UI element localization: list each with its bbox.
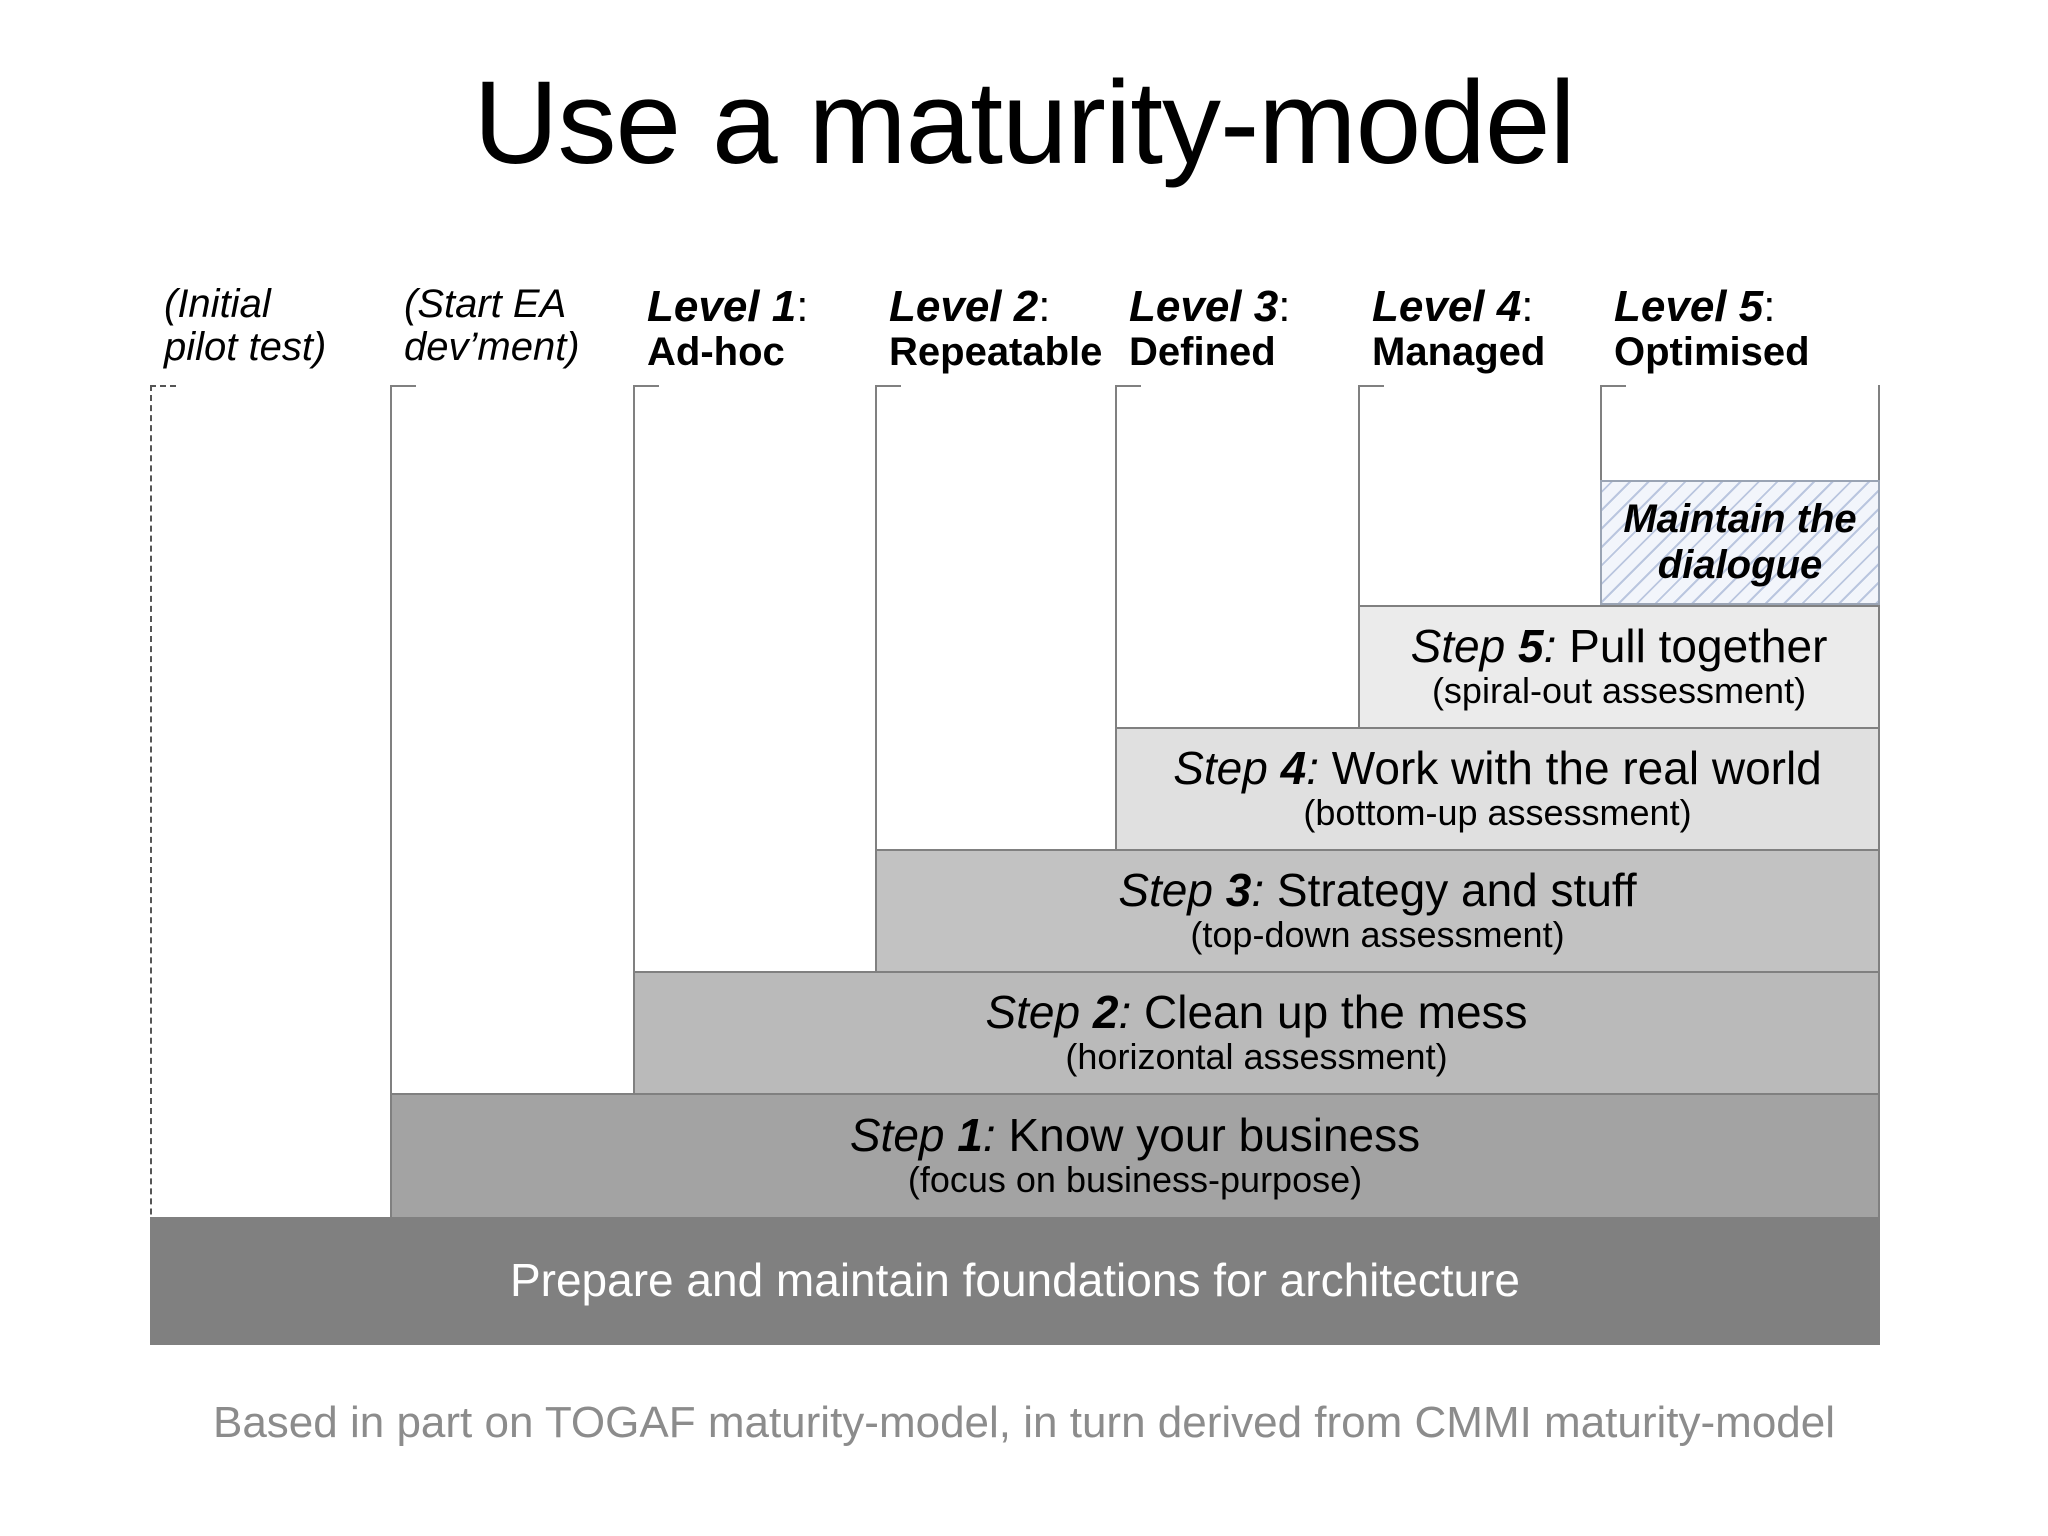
column-divider-1 <box>390 385 392 1345</box>
level-name: Level 3 <box>1129 282 1279 331</box>
column-header-line1: Level 3: <box>1129 283 1290 331</box>
bar-main-text: Step 5: Pull together <box>1360 620 1878 673</box>
column-header-line2: dev’ment) <box>404 325 580 370</box>
bar-main-text: Step 2: Clean up the mess <box>635 986 1878 1039</box>
bar-main-label: Pull together <box>1569 620 1828 673</box>
column-header-line2: Managed <box>1372 329 1546 374</box>
bar-sub-text: (top-down assessment) <box>1190 914 1565 956</box>
column-header-level-1: Level 1: Ad-hoc <box>647 283 808 374</box>
level-colon: : <box>1278 282 1291 331</box>
level-name: Level 4 <box>1372 282 1522 331</box>
bar-sub-text: (focus on business-purpose) <box>907 1159 1363 1201</box>
bar-step-4[interactable]: Step 4: Work with the real world (bottom… <box>1115 727 1880 851</box>
column-header-line1: Level 1: <box>647 283 808 331</box>
bar-lead: Step 1: <box>849 1109 996 1162</box>
bar-main-label: Strategy and stuff <box>1276 864 1637 917</box>
bar-step-2[interactable]: Step 2: Clean up the mess (horizontal as… <box>633 971 1880 1095</box>
bar-sub-text: (bottom-up assessment) <box>1303 792 1692 834</box>
bar-maintain-the-dialogue[interactable]: Maintain the dialogue <box>1600 480 1880 605</box>
level-colon: : <box>796 282 809 331</box>
level-colon: : <box>1763 282 1776 331</box>
source-caption: Based in part on TOGAF maturity-model, i… <box>212 1398 1836 1447</box>
bar-step-1[interactable]: Step 1: Know your business (focus on bus… <box>390 1093 1880 1219</box>
column-cap-5 <box>1358 385 1384 387</box>
bar-sub-text: (horizontal assessment) <box>1065 1036 1448 1078</box>
bar-step-number: 1 <box>957 1109 983 1162</box>
bar-main-text: Step 3: Strategy and stuff <box>877 864 1878 917</box>
bar-lead-word: Step <box>1410 620 1506 673</box>
column-cap-4 <box>1115 385 1141 387</box>
column-divider-2 <box>633 385 635 1345</box>
column-header-line2: Ad-hoc <box>647 329 785 374</box>
column-header-level-3: Level 3: Defined <box>1129 283 1290 374</box>
page-title: Use a maturity-model <box>473 57 1575 189</box>
column-header-line1: (Start EA <box>404 282 567 326</box>
column-header-line1: Level 5: <box>1614 283 1810 331</box>
column-header-line1: Level 2: <box>889 283 1102 331</box>
bar-step-3[interactable]: Step 3: Strategy and stuff (top-down ass… <box>875 849 1880 973</box>
bar-lead-word: Step <box>849 1109 945 1162</box>
level-colon: : <box>1521 282 1534 331</box>
bar-main-label: Work with the real world <box>1331 742 1822 795</box>
bar-lead: Step 4: <box>1173 742 1319 795</box>
bar-lead: Step 3: <box>1118 864 1265 917</box>
bar-lead: Step 5: <box>1410 620 1557 673</box>
bar-step-number: 5 <box>1517 620 1544 673</box>
maturity-model-diagram: (Initial pilot test) (Start EA dev’ment)… <box>150 282 1880 1345</box>
column-header-level-4: Level 4: Managed <box>1372 283 1545 374</box>
bar-step-number: 4 <box>1280 742 1307 795</box>
level-name: Level 5 <box>1614 282 1764 331</box>
column-header-line2: Repeatable <box>889 329 1103 374</box>
level-colon: : <box>1038 282 1051 331</box>
bar-lead: Step 2: <box>985 986 1132 1039</box>
bar-lead-word: Step <box>985 986 1081 1039</box>
column-header-line1: (Initial <box>164 282 271 326</box>
column-header-level-5: Level 5: Optimised <box>1614 283 1810 374</box>
column-header-line2: Optimised <box>1614 329 1810 374</box>
level-name: Level 2 <box>889 282 1039 331</box>
bar-main-label: Know your business <box>1008 1109 1421 1162</box>
column-cap-6 <box>1600 385 1626 387</box>
bar-foundation[interactable]: Prepare and maintain foundations for arc… <box>150 1217 1880 1345</box>
bar-lead-word: Step <box>1173 742 1268 795</box>
column-cap-3 <box>875 385 901 387</box>
bar-sub-text: (spiral-out assessment) <box>1431 670 1807 712</box>
column-header-initial-pilot-test: (Initial pilot test) <box>164 282 327 370</box>
column-header-start-ea-devment: (Start EA dev’ment) <box>404 282 580 370</box>
column-cap-1 <box>390 385 416 387</box>
column-header-line1: Level 4: <box>1372 283 1545 331</box>
bar-main-text: Prepare and maintain foundations for arc… <box>509 1254 1521 1307</box>
bar-main-label: Clean up the mess <box>1144 986 1528 1039</box>
column-cap-0 <box>150 385 176 387</box>
column-divider-0 <box>150 385 152 1345</box>
bar-main-text: Step 1: Know your business <box>392 1109 1878 1162</box>
column-header-line2: pilot test) <box>164 325 327 370</box>
bar-main-text: Step 4: Work with the real world <box>1117 742 1878 795</box>
bar-main-text: Maintain the dialogue <box>1623 496 1857 587</box>
bar-step-number: 3 <box>1225 864 1252 917</box>
bar-step-number: 2 <box>1092 986 1119 1039</box>
bar-step-5[interactable]: Step 5: Pull together (spiral-out assess… <box>1358 605 1880 729</box>
column-cap-2 <box>633 385 659 387</box>
level-name: Level 1 <box>647 282 797 331</box>
bar-lead-word: Step <box>1118 864 1213 917</box>
column-header-level-2: Level 2: Repeatable <box>889 283 1102 374</box>
column-header-line2: Defined <box>1129 329 1276 374</box>
